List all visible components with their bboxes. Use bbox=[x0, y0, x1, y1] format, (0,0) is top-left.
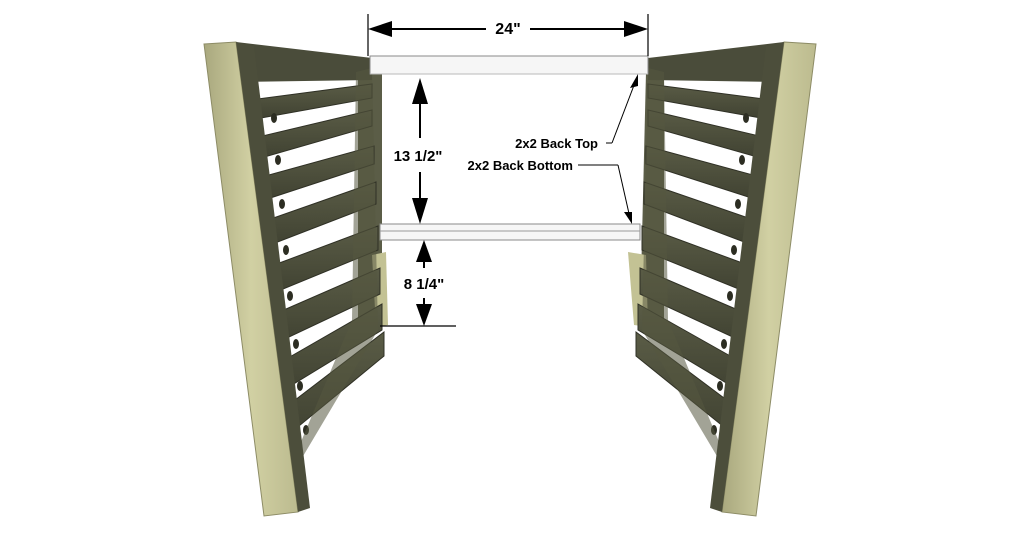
back-top-rail bbox=[369, 55, 649, 75]
arrow-left-icon bbox=[368, 21, 392, 37]
left-slat-holes bbox=[271, 113, 309, 435]
callout-back-top: 2x2 Back Top bbox=[515, 136, 598, 151]
back-bottom-rail bbox=[379, 223, 641, 241]
arrow-right-icon bbox=[624, 21, 648, 37]
right-side-panel bbox=[628, 41, 817, 517]
upper-height-dimension bbox=[412, 78, 428, 224]
callout-back-bottom: 2x2 Back Bottom bbox=[468, 158, 573, 173]
callout-leaders bbox=[578, 74, 638, 224]
right-front-post-side bbox=[710, 42, 784, 512]
right-front-post bbox=[721, 41, 817, 517]
arrow-up-icon bbox=[416, 240, 432, 262]
width-dimension bbox=[367, 14, 649, 56]
arrow-down-icon bbox=[412, 198, 428, 224]
arrow-up-icon bbox=[412, 78, 428, 104]
left-inner-stile bbox=[290, 68, 378, 468]
left-front-post-side bbox=[236, 42, 310, 512]
lower-height-dimension bbox=[380, 240, 456, 327]
arrow-icon bbox=[630, 74, 638, 88]
upper-height-label: 13 1/2" bbox=[394, 148, 443, 165]
left-top-rail bbox=[236, 42, 372, 82]
right-inner-stile bbox=[642, 68, 730, 468]
width-label: 24" bbox=[495, 21, 520, 38]
arrow-icon bbox=[624, 212, 632, 224]
right-top-rail bbox=[648, 42, 784, 82]
lower-height-label: 8 1/4" bbox=[404, 276, 444, 293]
left-side-panel bbox=[203, 41, 388, 517]
arrow-down-icon bbox=[416, 304, 432, 326]
